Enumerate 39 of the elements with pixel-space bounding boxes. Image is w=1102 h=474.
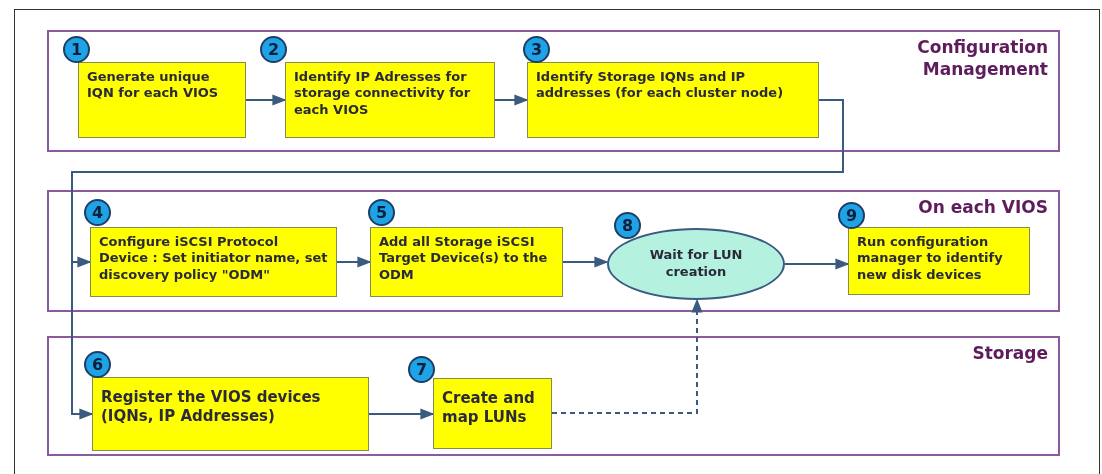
group-panel [47,190,1060,312]
process-box [848,227,1030,295]
arrow [551,298,703,414]
step-number-circle: 7 [408,356,435,383]
step-text: Identify Storage IQNs and IP addresses (for each cluster node) [536,69,785,102]
process-box [92,377,369,451]
step-text: Generate unique IQN for each VIOS [87,69,220,102]
process-box [433,378,552,449]
step-number-circle: 5 [368,199,395,226]
arrow [368,408,435,420]
step-text: Create and map LUNs [442,389,536,427]
process-box [370,227,563,297]
step-text: Identify IP Adresses for storage connectivity for each VIOS [294,69,472,118]
step-number-circle: 4 [84,199,111,226]
step-number-circle: 1 [63,36,90,63]
step-number-circle: 9 [838,202,865,229]
step-text: Register the VIOS devices (IQNs, IP Addresses) [101,388,322,426]
arrow [336,256,372,268]
process-box [527,62,819,138]
panel-title: Storage [971,342,1048,364]
panel-title: On each VIOS [917,196,1048,218]
process-box [78,62,246,138]
step-number-circle: 6 [84,351,111,378]
step-text: Run configuration manager to identify new disk devices [857,234,1004,283]
step-number-circle: 3 [523,36,550,63]
arrow [245,94,287,106]
group-panel [47,336,1060,456]
step-number-circle: 2 [260,36,287,63]
process-box [285,62,495,138]
group-panel [47,30,1060,152]
ellipse-label: Wait for LUN creation [648,247,744,281]
panel-title: Configuration Management [916,36,1048,80]
arrow [494,94,529,106]
step-number-circle: 8 [614,212,641,239]
step-text: Add all Storage iSCSI Target Device(s) to the ODM [379,234,549,283]
process-box [90,227,337,297]
arrow [562,256,609,268]
arrow [784,258,850,270]
step-text: Configure iSCSI Protocol Device : Set initiator name, set discovery policy "ODM" [99,234,328,283]
